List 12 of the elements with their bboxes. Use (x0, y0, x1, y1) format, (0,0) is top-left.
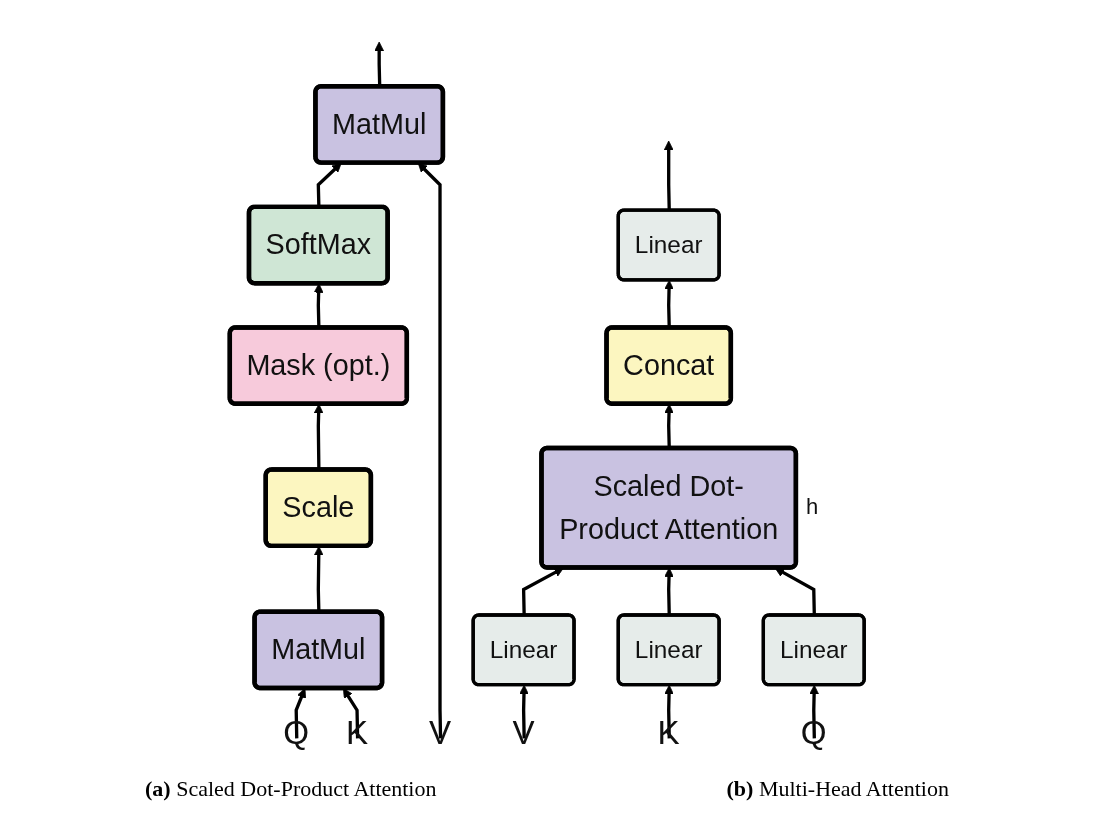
node-text: V (428, 714, 452, 751)
arrow (664, 684, 674, 739)
arrow (519, 684, 529, 739)
arrow (663, 140, 674, 211)
figure-caption: (a) Scaled Dot-Product Attention (145, 776, 437, 802)
node-text: Q (283, 714, 310, 751)
node-text: K (345, 714, 369, 751)
node-text: V (512, 714, 535, 751)
arrow (809, 684, 819, 739)
node-text: Q (800, 714, 827, 751)
node-text: K (657, 714, 680, 751)
figure-caption: (b) Multi-Head Attention (726, 776, 949, 802)
